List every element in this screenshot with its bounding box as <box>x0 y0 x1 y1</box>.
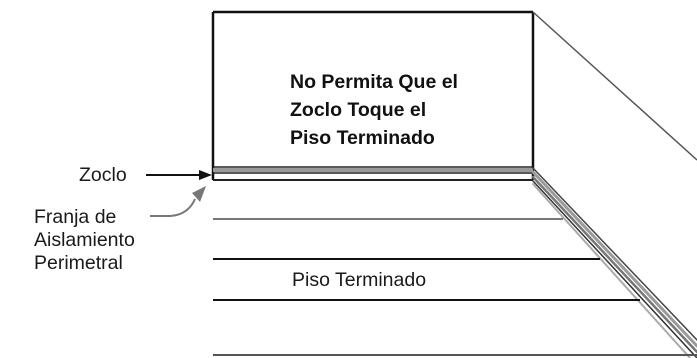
baseboard-zoclo <box>213 166 533 181</box>
callout-line-2: Zoclo Toque el <box>290 99 427 121</box>
wall-front <box>211 10 535 180</box>
isolation-strip-perspective <box>531 167 697 358</box>
callout-line-1: No Permita Que el <box>290 71 458 93</box>
franja-label-line1: Franja de <box>34 206 117 228</box>
callout-line-3: Piso Terminado <box>290 127 435 149</box>
zoclo-label: Zoclo <box>79 164 127 186</box>
franja-label-line3: Perimetral <box>34 252 123 274</box>
wall-top-perspective-edge <box>532 11 697 161</box>
franja-label-line2: Aislamiento <box>34 229 135 251</box>
warning-callout: No Permita Que el Zoclo Toque el Piso Te… <box>290 68 458 152</box>
franja-leader-arrow <box>150 186 206 217</box>
finished-floor-lines <box>213 218 697 356</box>
zoclo-leader-arrow <box>146 170 212 180</box>
finished-floor-label: Piso Terminado <box>292 269 427 291</box>
